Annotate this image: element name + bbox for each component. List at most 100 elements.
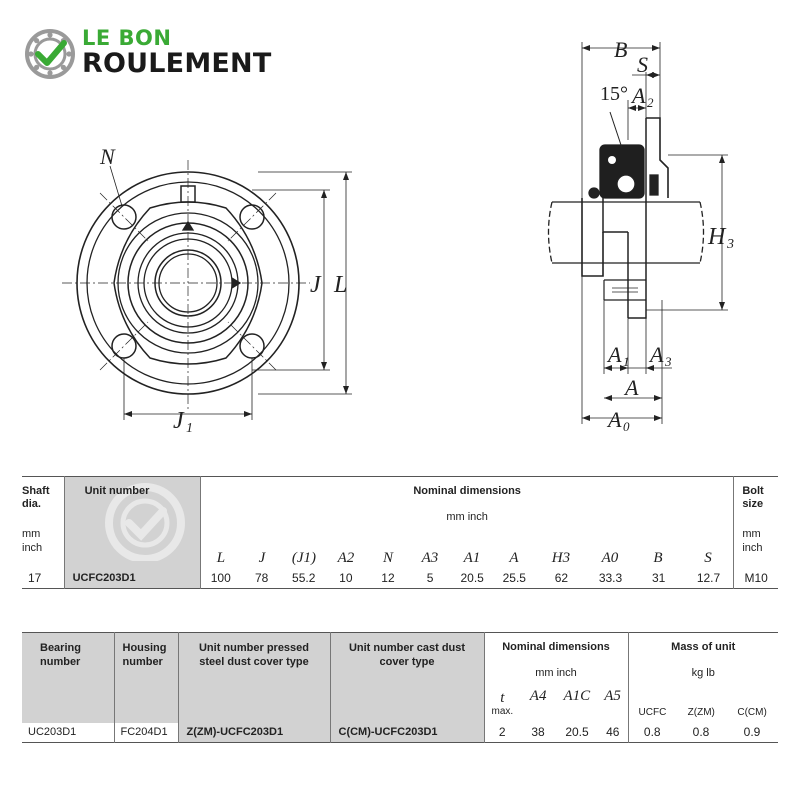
mass-ucfc: 0.8 [643, 725, 661, 740]
col-a5: A5 [604, 687, 621, 704]
value-a5: 46 [598, 722, 629, 743]
unit-number-header: Unit number [64, 476, 201, 569]
col-s: S [704, 549, 712, 566]
mass-header: Mass of unit kg lb UCFC Z(ZM) C(CM) [628, 633, 778, 723]
col-a1c: A1C [563, 687, 591, 704]
value-a1c: 20.5 [565, 725, 589, 740]
nominal-dimensions-units: mm inch [446, 511, 488, 523]
label-a3: A [648, 342, 664, 367]
bolt-size-units: mm inch [742, 528, 763, 554]
technical-drawing: N J L J 1 B S 15° A 2 H 3 A 1 A 3 A A 0 [62, 37, 734, 436]
unit-number-value: UCFC203D1 [64, 568, 201, 589]
side-view [547, 111, 705, 319]
dimensions-table: Shaft dia. mm inch Unit number Nominal d… [22, 476, 778, 589]
col-a: A [509, 549, 519, 566]
dimension-symbols-2: t max. A4 A1C A5 [485, 688, 628, 719]
nominal-dimensions-label-2: Nominal dimensions [502, 641, 610, 653]
bearing-number-label: Bearing number [40, 642, 81, 668]
label-a0-sub: 0 [623, 419, 630, 434]
housing-number-value: FC204D1 [114, 722, 179, 743]
brand-name-line1: LE BON [82, 26, 172, 50]
pressed-unit-label: Unit number pressed steel dust cover typ… [198, 642, 310, 668]
watermark-icon [104, 483, 185, 561]
col-b: B [653, 549, 663, 566]
shaft-dia-value: 17 [22, 568, 65, 589]
pressed-unit-header: Unit number pressed steel dust cover typ… [178, 632, 331, 723]
mass-columns: UCFC Z(ZM) C(CM) [629, 707, 779, 718]
label-j: J [310, 272, 322, 298]
value-a0: 33.3 [598, 571, 623, 586]
value-h3: 62 [554, 571, 569, 586]
col-zzm: Z(ZM) [687, 706, 715, 718]
col-t-max: max. [491, 705, 514, 717]
label-n: N [99, 144, 116, 169]
shaft-dia-units: mm inch [22, 528, 43, 554]
col-n: N [382, 549, 393, 566]
mass-units: kg lb [691, 667, 715, 679]
label-h3: H [707, 224, 727, 250]
bearing-check-icon [25, 29, 75, 79]
front-center-lines [62, 160, 310, 410]
label-a: A [623, 375, 639, 400]
table-row: UC203D1 FC204D1 Z(ZM)-UCFC203D1 C(CM)-UC… [22, 722, 778, 743]
nominal-dimensions-header-2: Nominal dimensions mm inch t max. A4 A1C… [484, 632, 629, 723]
brand-name-line2: ROULEMENT [82, 48, 272, 79]
nominal-dimensions-units-2: mm inch [535, 667, 577, 679]
brand-logo: LE BON ROULEMENT [24, 28, 294, 84]
unit-number-label: Unit number [84, 485, 150, 497]
col-t: t max. [485, 690, 521, 719]
col-a0: A0 [601, 549, 619, 566]
pressed-unit-value: Z(ZM)-UCFC203D1 [178, 722, 331, 743]
shaft-dia-header: Shaft dia. mm inch [22, 476, 65, 569]
col-a4: A4 [529, 687, 547, 704]
value-a3: 5 [426, 571, 434, 586]
value-t: 2 [498, 725, 506, 740]
label-s: S [637, 52, 648, 77]
bearing-number-header: Bearing number [22, 632, 115, 723]
col-l: L [216, 549, 226, 566]
col-a3: A3 [421, 549, 439, 566]
housing-number-header: Housing number [114, 632, 179, 723]
value-a: 25.5 [502, 571, 526, 586]
mass-label: Mass of unit [671, 641, 736, 653]
col-j1: (J1) [291, 549, 317, 566]
value-a4: 38 [531, 725, 545, 740]
mass-ccm: 0.9 [743, 725, 761, 740]
label-l: L [333, 272, 347, 298]
value-b: 31 [651, 571, 666, 586]
bolt-size-value: M10 [744, 571, 768, 586]
col-h3: H3 [551, 549, 571, 566]
label-a2-sub: 2 [647, 95, 654, 110]
housing-number-label: Housing number [122, 642, 167, 668]
label-j1: J [173, 408, 185, 434]
label-b: B [614, 37, 627, 62]
col-j: J [258, 549, 266, 566]
label-h3-sub: 3 [726, 237, 734, 252]
value-j: 78 [254, 571, 269, 586]
col-a1: A1 [463, 549, 481, 566]
label-a2: A [630, 83, 646, 108]
label-a3-sub: 3 [664, 354, 672, 369]
col-a2: A2 [337, 549, 355, 566]
bolt-size-label: Bolt size [742, 485, 764, 510]
nominal-dimensions-header: Nominal dimensions mm inch L J (J1) A2 N… [200, 476, 735, 569]
label-angle: 15° [600, 83, 628, 105]
cast-unit-value: C(CM)-UCFC203D1 [330, 722, 485, 743]
bearing-number-value: UC203D1 [22, 722, 115, 743]
value-a1: 20.5 [460, 571, 484, 586]
label-a0: A [606, 407, 622, 432]
mass-zzm: 0.8 [692, 725, 710, 740]
value-n: 12 [381, 571, 395, 586]
value-l: 100 [210, 571, 231, 586]
value-j1: 55.2 [292, 571, 316, 586]
label-a1-sub: 1 [623, 354, 630, 369]
value-s: 12.7 [683, 568, 735, 589]
table-row: 17 UCFC203D1 100 78 55.2 10 12 5 20.5 25… [22, 568, 778, 589]
cast-unit-header: Unit number cast dust cover type [330, 632, 485, 723]
col-ccm: C(CM) [737, 706, 767, 718]
nominal-dimensions-label: Nominal dimensions [413, 485, 521, 497]
unit-mass-table: Bearing number Housing number Unit numbe… [22, 632, 778, 743]
value-a2: 10 [339, 571, 353, 586]
col-ucfc: UCFC [638, 706, 667, 718]
label-a1: A [606, 342, 622, 367]
